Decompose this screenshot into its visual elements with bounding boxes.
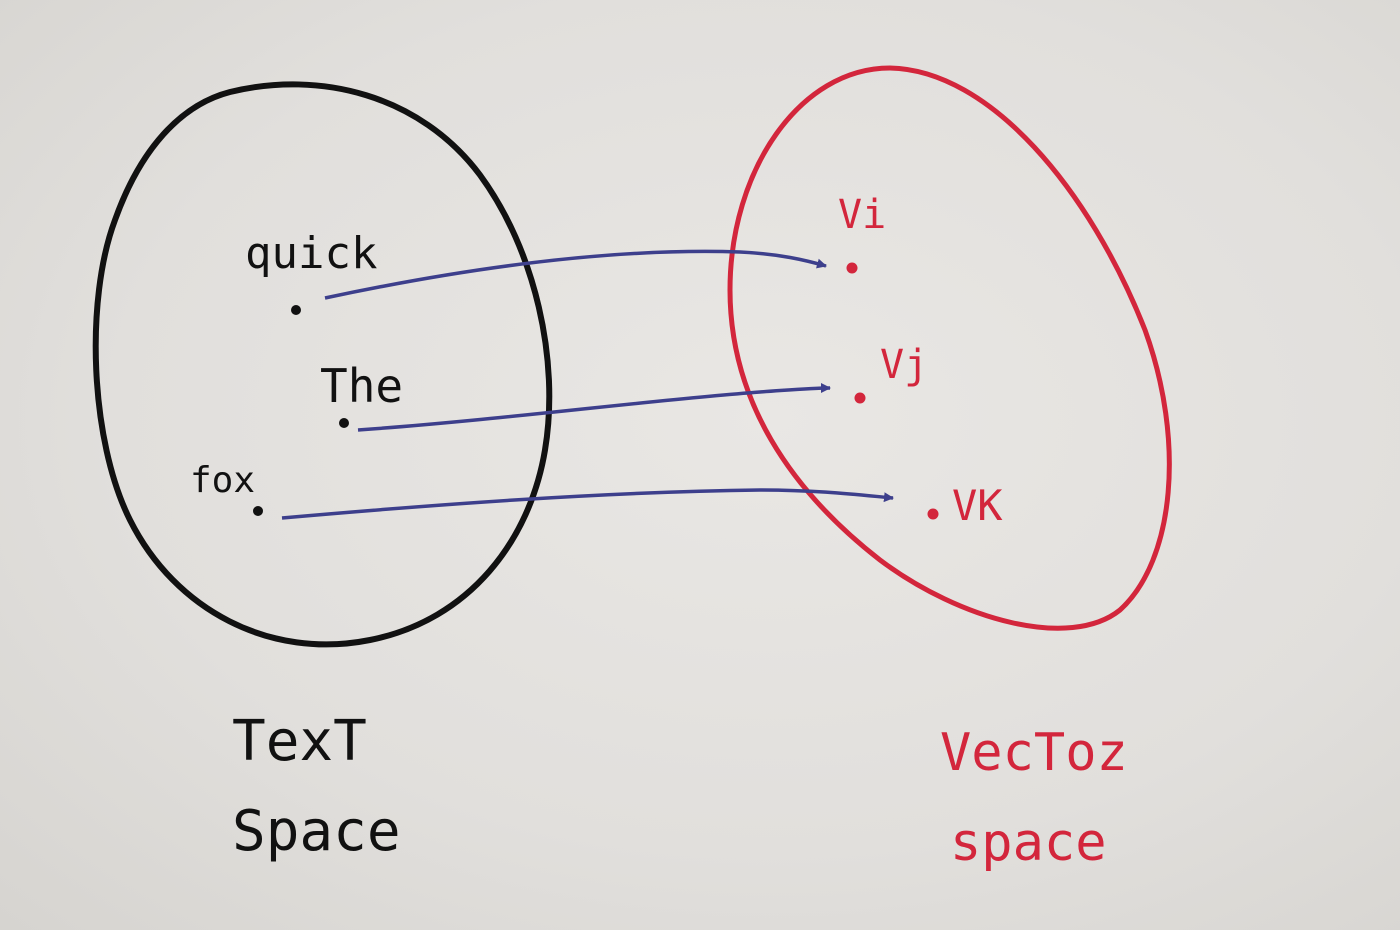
arrow-the-to-vj xyxy=(357,383,831,432)
arrow-fox-to-vk xyxy=(281,488,894,520)
arrow-quick-to-vi xyxy=(324,249,827,300)
word-label-fox: fox xyxy=(190,460,255,501)
vector-label-vi: Vi xyxy=(838,192,886,238)
point-vk xyxy=(927,508,939,520)
text-space-outline xyxy=(92,81,553,648)
vector-label-vk: VK xyxy=(952,481,1003,530)
point-fox xyxy=(253,506,263,516)
vector-space-outline xyxy=(727,65,1172,631)
point-quick xyxy=(291,305,301,315)
text-space-caption-line2: Space xyxy=(232,799,401,864)
point-the xyxy=(339,418,349,428)
vector-label-vj: Vj xyxy=(880,342,928,388)
word-label-the: The xyxy=(320,359,403,413)
point-vi xyxy=(846,262,858,274)
vector-space-caption-line1: VecToz xyxy=(940,723,1128,783)
point-vj xyxy=(854,392,866,404)
text-space-caption-line1: TexT xyxy=(232,709,367,774)
word-label-quick: quick xyxy=(245,228,377,279)
vector-space-caption-line2: space xyxy=(950,813,1107,873)
